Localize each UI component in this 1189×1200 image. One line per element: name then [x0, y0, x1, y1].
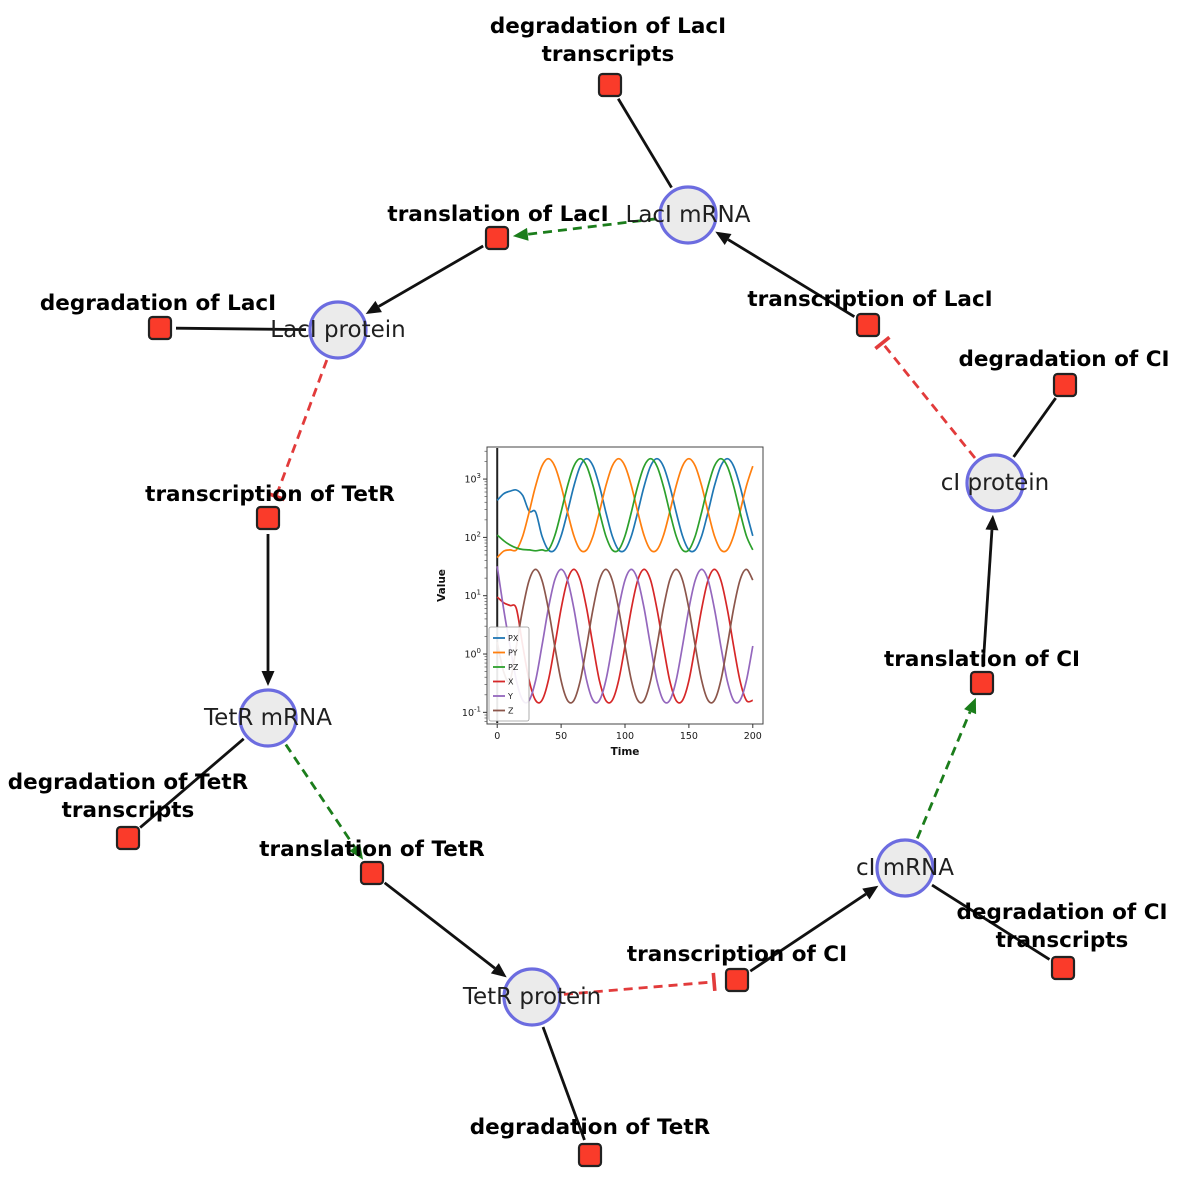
x-tick-label: 200 [744, 731, 762, 742]
species-node-ci-protein [965, 453, 1025, 513]
y-tick-label: 10-1 [462, 705, 481, 719]
species-label-ci-mrna: cI mRNA [856, 855, 954, 881]
edges-layer [139, 97, 1057, 1141]
reaction-node-translation-ci [969, 670, 995, 696]
edge-modifier-tetr-mrna-translation-tetr [284, 743, 356, 849]
reaction-label-deg-ci-transcripts: degradation of CI [957, 900, 1168, 925]
series-Z [496, 568, 754, 704]
reaction-label-deg-laci-transcripts: degradation of LacI [490, 14, 726, 39]
species-label-laci-mrna: LacI mRNA [626, 202, 751, 228]
edge-production-transcription-ci-ci-mrna [749, 892, 867, 973]
species-label-laci-protein: LacI protein [270, 317, 405, 343]
edge-inhibition-tetr-protein-transcription-ci-tee-icon [711, 972, 717, 992]
x-axis-label: Time [611, 746, 640, 758]
y-axis-label: Value [436, 569, 448, 602]
reaction-label-transcription-tetr: transcription of TetR [145, 482, 395, 507]
edge-production-translation-tetr-tetr-protein-arrowhead-icon [490, 963, 507, 978]
edge-modifier-laci-mrna-translation-laci-arrowhead-icon [512, 227, 529, 241]
x-tick-label: 100 [616, 731, 634, 742]
edge-production-translation-laci-laci-protein-arrowhead-icon [365, 300, 382, 314]
y-tick-label: 100 [464, 647, 481, 661]
species-label-ci-protein: cI protein [941, 470, 1050, 496]
reaction-node-deg-laci-transcripts [597, 72, 623, 98]
reaction-node-deg-ci-transcripts [1050, 955, 1076, 981]
species-node-tetr-mrna [238, 688, 298, 748]
reaction-node-transcription-laci [855, 312, 881, 338]
edge-production-transcription-laci-laci-mrna-arrowhead-icon [715, 231, 732, 246]
species-node-ci-mrna [875, 838, 935, 898]
edge-inhibition-ci-protein-transcription-laci-tee-icon [874, 335, 891, 350]
edge-production-translation-ci-ci-protein-arrowhead-icon [985, 514, 999, 531]
y-tick-label: 101 [464, 589, 481, 603]
species-node-tetr-protein [502, 967, 562, 1027]
reaction-label-deg-laci: degradation of LacI [40, 291, 276, 316]
reaction-label-deg-ci-transcripts: transcripts [996, 928, 1129, 953]
reaction-node-deg-laci [147, 315, 173, 341]
reaction-label-deg-tetr-transcripts: degradation of TetR [8, 770, 249, 795]
reaction-label-deg-tetr-transcripts: transcripts [62, 798, 195, 823]
species-node-laci-protein [308, 300, 368, 360]
edge-modifier-ci-mrna-translation-ci-arrowhead-icon [964, 697, 977, 715]
reaction-node-transcription-tetr [255, 505, 281, 531]
reaction-label-translation-ci: translation of CI [884, 647, 1080, 672]
edge-inhibition-laci-protein-transcription-tetr-tee-icon [266, 491, 286, 502]
reaction-label-transcription-laci: transcription of LacI [747, 287, 992, 312]
y-tick-label: 102 [464, 530, 481, 544]
series-PY [496, 457, 754, 559]
edge-modifier-ci-mrna-translation-ci [916, 711, 972, 839]
edge-inhibition-tetr-protein-transcription-ci [563, 980, 715, 996]
legend-label-Y: Y [507, 692, 513, 701]
legend-label-PX: PX [508, 634, 519, 643]
species-label-tetr-mrna: TetR mRNA [203, 705, 332, 731]
chart-legend: PX PY PZ XYZ [488, 626, 530, 722]
reaction-nodes-layer: degradation of LacI transcripts translatio… [8, 14, 1170, 1168]
legend-label-X: X [508, 677, 514, 686]
reaction-label-transcription-ci: transcription of CI [627, 942, 847, 967]
edge-production-translation-tetr-tetr-protein [383, 881, 496, 970]
edge-production-translation-laci-laci-protein [377, 244, 484, 308]
legend-box [488, 626, 530, 722]
reaction-node-transcription-ci [724, 967, 750, 993]
edge-inhibition-ci-protein-transcription-laci [881, 342, 977, 459]
species-node-laci-mrna [658, 185, 718, 245]
edge-consumption-ci-mrna-deg-ci-transcripts [931, 883, 1051, 961]
reaction-label-translation-tetr: translation of TetR [259, 837, 485, 862]
edge-consumption-tetr-mrna-deg-tetr-transcripts [139, 737, 245, 829]
edge-inhibition-laci-protein-transcription-tetr [274, 359, 329, 497]
reaction-node-translation-tetr [359, 860, 385, 886]
reaction-label-deg-laci-transcripts: transcripts [542, 42, 675, 67]
reaction-node-deg-tetr-transcripts [115, 825, 141, 851]
species-label-tetr-protein: TetR protein [462, 984, 601, 1010]
legend-label-Z: Z [508, 706, 514, 715]
edge-production-transcription-ci-ci-mrna-arrowhead-icon [862, 885, 879, 900]
edge-modifier-tetr-mrna-translation-tetr-arrowhead-icon [349, 843, 364, 860]
reaction-label-translation-laci: translation of LacI [387, 202, 608, 227]
edge-production-transcription-tetr-tetr-mrna-arrowhead-icon [261, 671, 275, 686]
edge-consumption-ci-protein-deg-ci [1012, 397, 1057, 458]
legend-label-PY: PY [508, 648, 518, 657]
edge-production-translation-ci-ci-protein [981, 529, 994, 668]
reaction-label-deg-ci: degradation of CI [959, 347, 1170, 372]
series-PX [496, 457, 754, 553]
edge-modifier-laci-mrna-translation-laci [527, 217, 657, 236]
legend-label-PZ: PZ [508, 663, 519, 672]
edge-production-transcription-laci-laci-mrna [727, 238, 856, 318]
edge-consumption-laci-protein-deg-laci [175, 326, 307, 332]
reaction-label-deg-tetr: degradation of TetR [470, 1115, 711, 1140]
reaction-node-deg-tetr [577, 1142, 603, 1168]
x-tick-label: 150 [680, 731, 698, 742]
reaction-node-translation-laci [484, 225, 510, 251]
reaction-node-deg-ci [1052, 372, 1078, 398]
series-PZ [496, 457, 754, 553]
edge-consumption-laci-mrna-deg-laci-transcripts [617, 97, 673, 189]
y-tick-label: 103 [464, 472, 481, 486]
x-tick-label: 50 [555, 731, 567, 742]
series-Y [496, 566, 754, 704]
edge-consumption-tetr-protein-deg-tetr [541, 1026, 586, 1141]
x-tick-label: 0 [494, 731, 500, 742]
